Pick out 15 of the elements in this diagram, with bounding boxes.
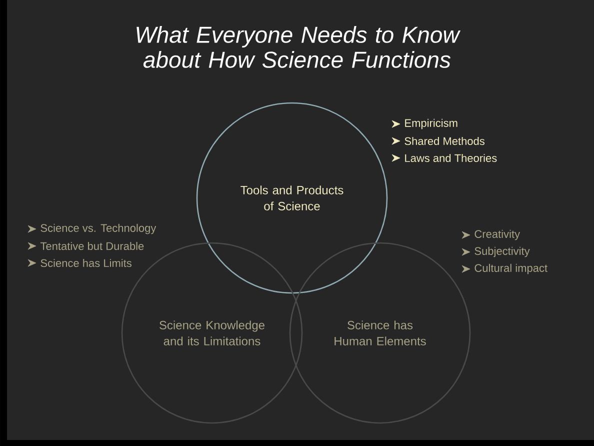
bullet-item: Cultural impact (474, 264, 548, 274)
bullet-item: Science vs. Technology (40, 224, 156, 234)
venn-circle (289, 242, 471, 424)
bullet-item: Empiricism (405, 118, 458, 130)
bullet-item: Laws and Theories (405, 154, 497, 162)
bullet-item: Science has Limits (40, 258, 132, 268)
circle-label: Science Knowledge and its Limitations (160, 320, 264, 346)
bullet-item: Shared Methods (404, 136, 484, 146)
bullet-item: Tentative but Durable (40, 242, 144, 250)
title: What Everyone Needs to Know about How Science Functions (136, 26, 461, 68)
circle-label: Tools and Products of Science (240, 186, 344, 210)
circle-label: Science has Human Elements (334, 320, 426, 346)
venn-circle (196, 102, 388, 294)
bullet-item: Subjectivity (474, 246, 530, 258)
bullet-item: Creativity (474, 230, 520, 240)
